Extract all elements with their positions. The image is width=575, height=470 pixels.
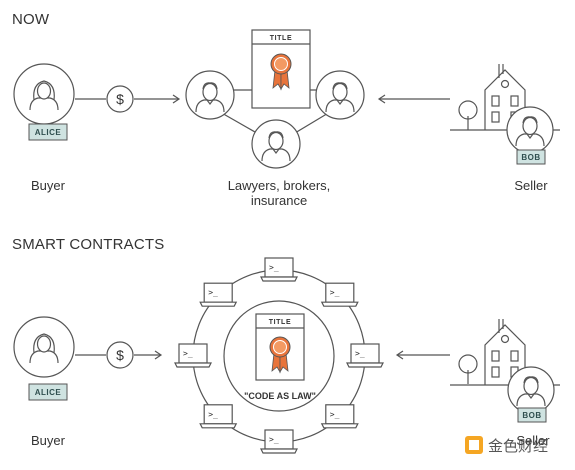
smart-seller-avatar [507,366,555,414]
now-buyer-badge: ALICE [28,123,68,141]
watermark-text: 金色财经 [488,438,548,455]
now-middle-label: Lawyers, brokers, insurance [228,178,331,208]
now-seller-badge: BOB [516,149,546,165]
now-seller-label: Seller [514,178,548,193]
svg-text:ALICE: ALICE [35,388,62,397]
svg-text:Lawyers, brokers,: Lawyers, brokers, [228,178,331,193]
lawyer-avatar-right [315,70,365,120]
smart-dollar-coin-icon: $ [106,341,134,369]
terminal-prompt: >_ [355,349,365,358]
terminal-icon: >_ [320,282,359,307]
smart-arrow-from-seller [395,350,450,360]
smart-seller-badge: BOB [517,407,547,423]
terminal-icon: >_ [346,343,384,368]
svg-text:insurance: insurance [251,193,307,208]
code-as-law-label: "CODE AS LAW" [244,391,316,401]
smart-tree-icon [458,354,478,385]
smart-buyer-label: Buyer [31,433,66,448]
terminal-prompt: >_ [330,410,340,419]
terminal-prompt: >_ [208,410,218,419]
now-buyer-avatar [13,63,75,125]
svg-text:TITLE: TITLE [269,319,291,326]
terminal-prompt: >_ [208,288,218,297]
smart-title-document: TITLE [255,313,305,381]
svg-text:ALICE: ALICE [35,128,62,137]
terminal-icon: >_ [260,257,298,282]
svg-text:$: $ [116,91,124,107]
watermark-logo: 金色财经 [465,436,548,455]
now-dollar-coin-icon: $ [106,85,134,113]
terminal-prompt: >_ [183,349,193,358]
network-terminals: >_ >_ >_ >_ >_ >_ >_ >_ [174,257,384,454]
terminal-icon: >_ [320,404,359,429]
svg-text:$: $ [116,347,124,363]
terminal-prompt: >_ [330,288,340,297]
terminal-prompt: >_ [269,435,279,444]
svg-text:BOB: BOB [521,153,540,162]
now-arrow-from-seller [377,94,450,104]
now-title-document: TITLE [251,29,311,109]
now-seller-avatar [506,106,554,154]
smart-arrow-to-network [134,350,163,360]
terminal-icon: >_ [260,429,298,454]
svg-text:TITLE: TITLE [270,35,292,42]
smart-seller-label: Seller [516,433,550,448]
now-tree-icon [458,100,478,131]
smart-section-title: SMART CONTRACTS [12,236,164,253]
terminal-icon: >_ [199,282,238,307]
terminal-icon: >_ [174,343,212,368]
smart-buyer-avatar [13,316,75,378]
now-section-title: NOW [12,11,50,28]
now-arrow-to-intermediaries [134,94,181,104]
terminal-icon: >_ [199,404,238,429]
now-buyer-label: Buyer [31,178,66,193]
svg-text:BOB: BOB [522,411,541,420]
lawyer-avatar-left [185,70,235,120]
terminal-prompt: >_ [269,263,279,272]
lawyer-avatar-bottom [251,119,301,169]
smart-buyer-badge: ALICE [28,383,68,401]
